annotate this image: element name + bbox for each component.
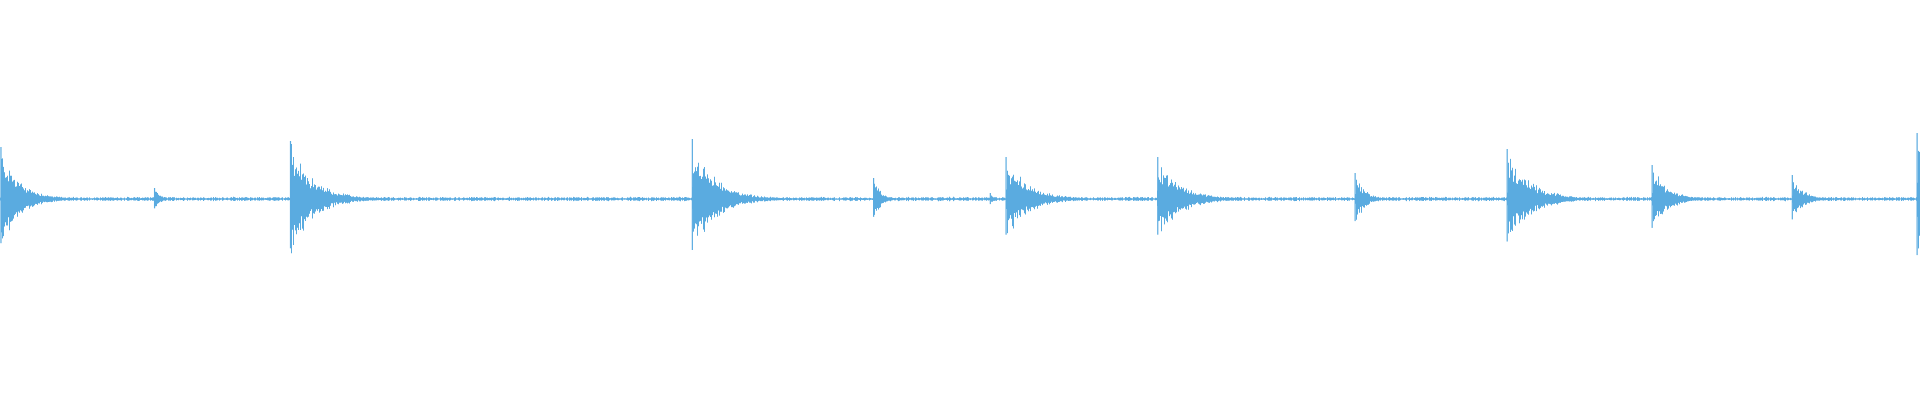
waveform-signal (0, 144, 1920, 254)
waveform-series (0, 133, 1920, 256)
